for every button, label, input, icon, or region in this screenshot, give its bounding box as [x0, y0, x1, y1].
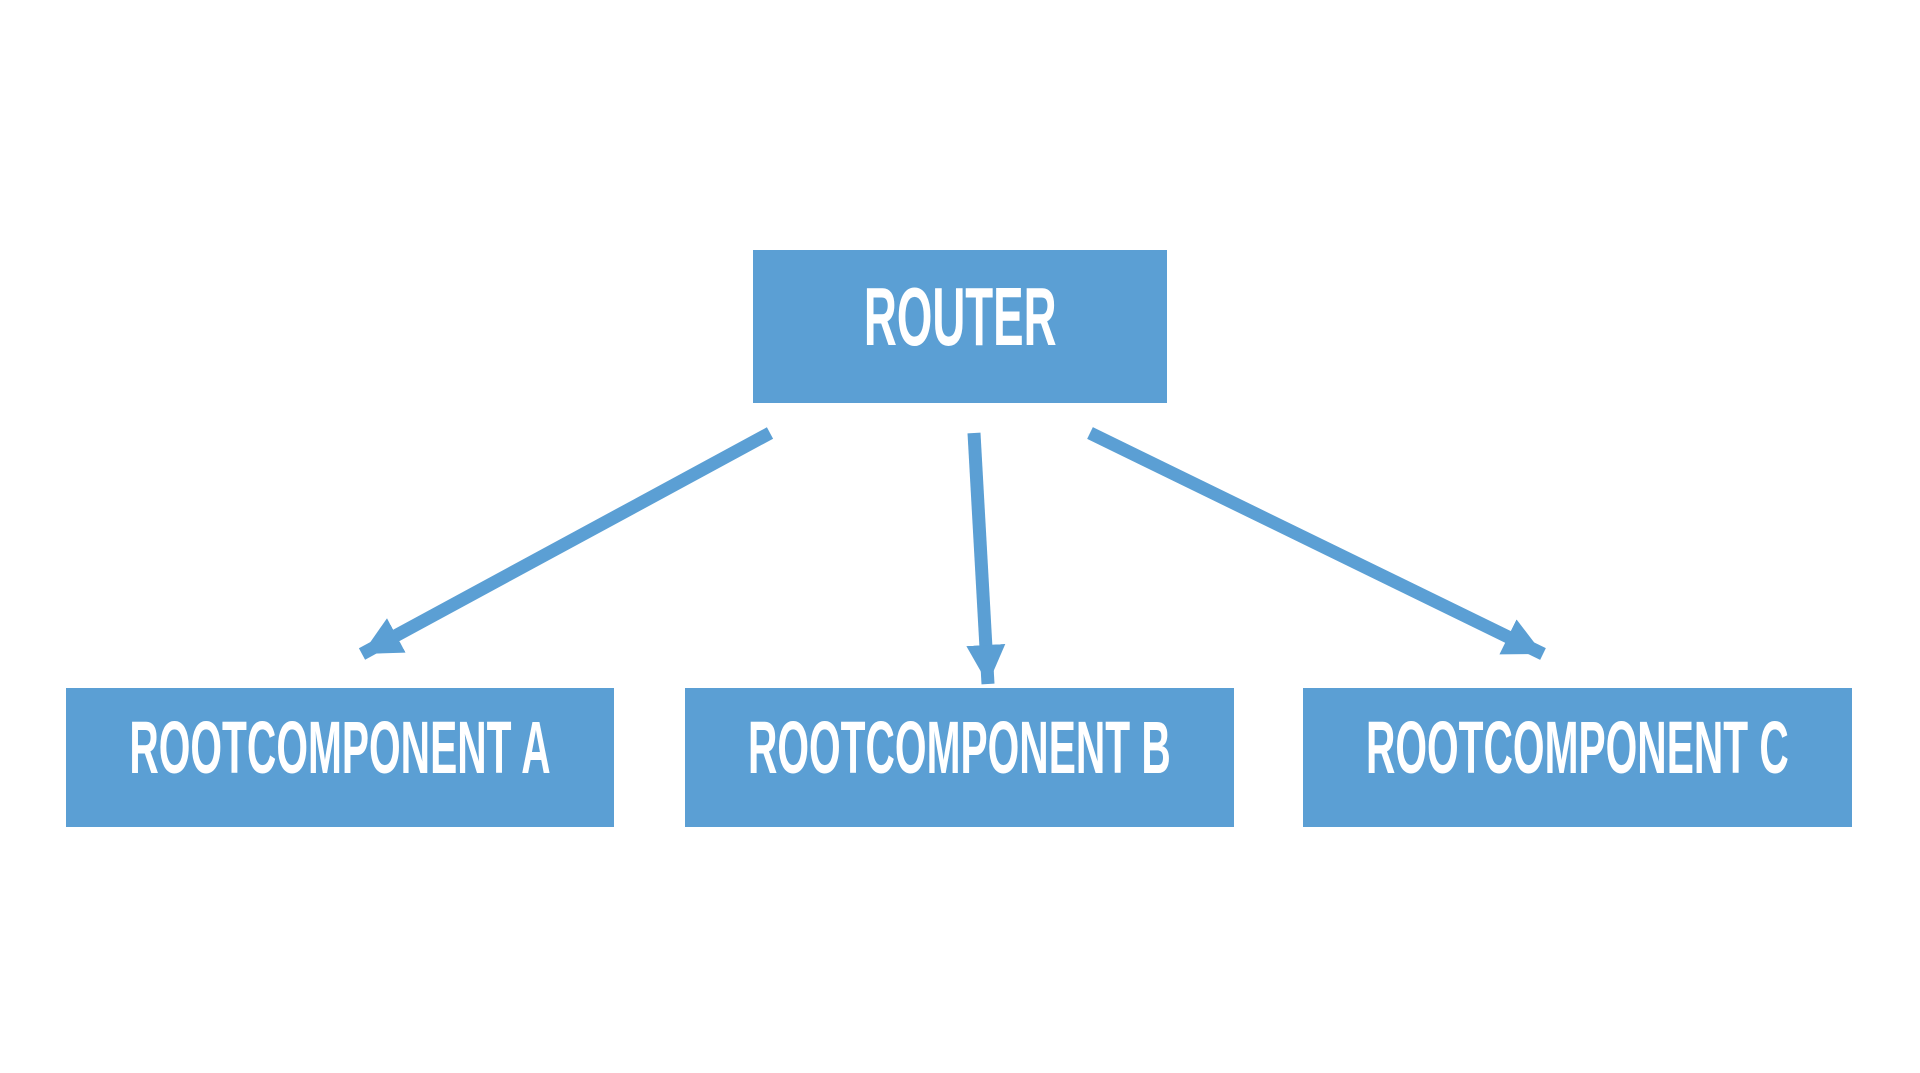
- node-rootcomponent-a-label: ROOTCOMPONENT A: [129, 705, 551, 789]
- node-rootcomponent-a: ROOTCOMPONENT A: [66, 688, 614, 827]
- node-router-label: ROUTER: [863, 270, 1057, 363]
- node-rootcomponent-b: ROOTCOMPONENT B: [685, 688, 1234, 827]
- node-rootcomponent-c: ROOTCOMPONENT C: [1303, 688, 1852, 827]
- edge-router-to-component-a: [358, 427, 774, 660]
- node-rootcomponent-b-label: ROOTCOMPONENT B: [748, 705, 1171, 789]
- edge-router-to-component-c: [1087, 427, 1546, 660]
- edge-router-to-component-b: [966, 432, 1006, 685]
- node-router: ROUTER: [753, 250, 1167, 403]
- node-rootcomponent-c-label: ROOTCOMPONENT C: [1366, 705, 1789, 789]
